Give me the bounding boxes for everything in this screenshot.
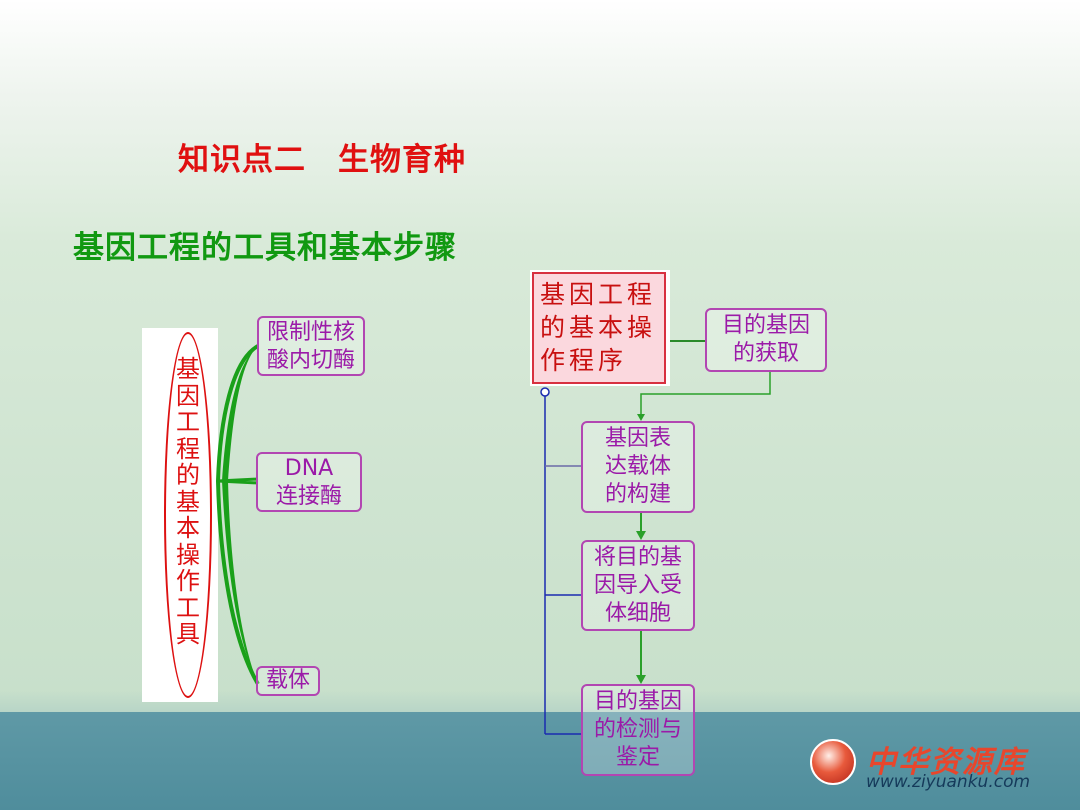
tools-center-char: 操 (176, 540, 200, 569)
tools-ellipse (164, 332, 212, 698)
tools-center-char: 工 (176, 593, 200, 622)
tool-vector: 载体 (256, 666, 320, 696)
slide-subheading: 基因工程的工具和基本步骤 (73, 230, 457, 266)
tools-brace (215, 344, 260, 686)
tool-restriction-enzyme: 限制性核 酸内切酶 (257, 316, 365, 376)
tools-brace-fill (222, 346, 258, 684)
tools-center-char: 程 (176, 434, 200, 463)
step4-arrowhead (636, 675, 646, 684)
tree-root-node (540, 387, 550, 397)
tools-center-char: 的 (176, 461, 200, 489)
step-build-vector: 基因表 达载体 的构建 (581, 421, 695, 513)
tools-center-label: 基因工程的基本操作工具 (164, 356, 212, 648)
tools-center-char: 具 (176, 620, 200, 648)
slide-heading: 知识点二 生物育种 (178, 142, 466, 178)
logo-emblem-icon (810, 739, 856, 785)
tools-center-char: 基 (176, 487, 200, 516)
logo-url: www.ziyuanku.com (866, 772, 1031, 792)
tools-center-char: 工 (176, 408, 200, 436)
footer-band (0, 712, 1080, 810)
step1-to-step2-arrow-line (640, 372, 771, 416)
step-detect-identify: 目的基因 的检测与 鉴定 (581, 684, 695, 776)
logo-name: 中华资源库 (866, 745, 1026, 780)
step-introduce-gene: 将目的基 因导入受 体细胞 (581, 540, 695, 631)
tools-center-char: 因 (176, 381, 200, 410)
tools-center-char: 本 (176, 514, 200, 542)
tools-center-char: 基 (176, 355, 200, 383)
step2-arrowhead (637, 414, 645, 421)
step3-arrowhead (636, 531, 646, 540)
step-obtain-gene: 目的基因 的获取 (705, 308, 827, 372)
tools-center-char: 作 (176, 567, 200, 595)
tool-dna-ligase: DNA 连接酶 (256, 452, 362, 512)
procedure-root: 基因工程 的基本操 作程序 (532, 272, 666, 384)
